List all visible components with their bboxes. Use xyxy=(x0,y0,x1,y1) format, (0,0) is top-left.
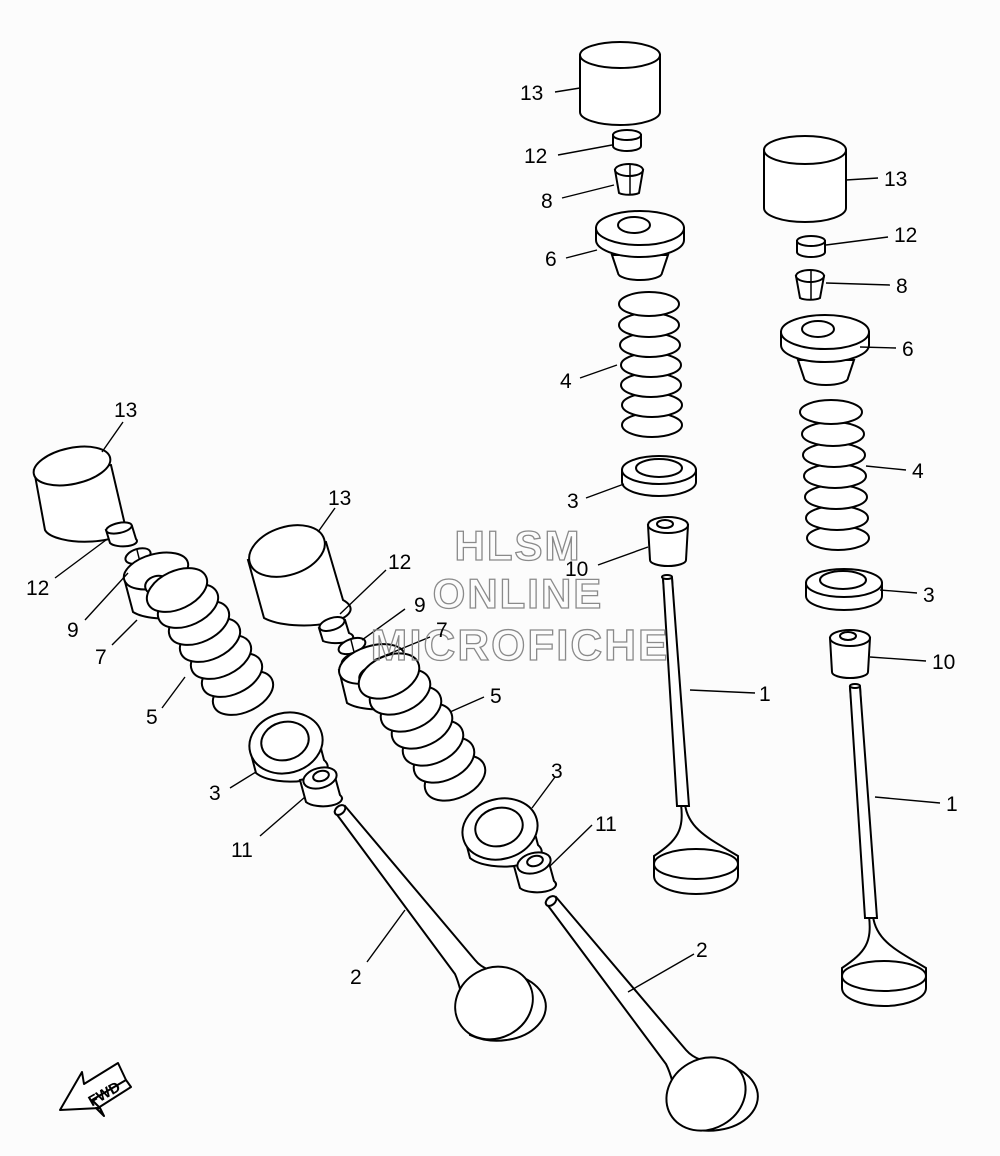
callout-labels: 13 12 8 6 4 3 10 1 13 12 8 6 4 3 10 1 13… xyxy=(26,82,958,989)
callout-9-d: 9 xyxy=(414,594,426,617)
callout-6-a: 6 xyxy=(545,248,557,271)
callout-3-b: 3 xyxy=(923,584,935,607)
valve-spring-seat-b xyxy=(805,568,883,611)
callout-12-a: 12 xyxy=(524,145,547,168)
callout-7-d: 7 xyxy=(436,619,448,642)
valve-assembly-a xyxy=(579,41,739,895)
callout-2-d: 2 xyxy=(696,939,708,962)
valve-assembly-b xyxy=(763,135,927,1007)
watermark-line-3: MICROFICHE xyxy=(371,621,670,670)
leader-lines xyxy=(54,87,941,993)
callout-9-c: 9 xyxy=(67,619,79,642)
valve-spring-seat-a xyxy=(621,455,697,497)
callout-10-b: 10 xyxy=(932,651,955,674)
valve-pad-a xyxy=(612,129,642,152)
callout-6-b: 6 xyxy=(902,338,914,361)
callout-5-d: 5 xyxy=(490,685,502,708)
callout-11-c: 11 xyxy=(231,839,253,862)
valve-spring-a xyxy=(618,291,683,438)
valve-spring-seat-c xyxy=(248,711,329,783)
callout-8-b: 8 xyxy=(896,275,908,298)
valve-spring-c xyxy=(145,567,275,716)
callout-12-c: 12 xyxy=(26,577,49,600)
callout-4-b: 4 xyxy=(912,460,924,483)
valve-assembly-c xyxy=(32,445,547,1042)
callout-4-a: 4 xyxy=(560,370,572,393)
valve-spring-retainer-b xyxy=(780,314,870,386)
callout-3-a: 3 xyxy=(567,490,579,513)
callout-11-d: 11 xyxy=(595,813,617,836)
callout-3-d: 3 xyxy=(551,760,563,783)
valve-stem-seal-c xyxy=(298,766,343,808)
valve-assembly-d xyxy=(246,524,759,1132)
intake-valve-b xyxy=(841,683,927,1007)
intake-valve-a xyxy=(653,574,739,895)
valve-pad-c xyxy=(104,521,138,548)
watermark-line-2: ONLINE xyxy=(433,570,604,617)
valve-lifter-a xyxy=(579,41,661,126)
valve-spring-d xyxy=(357,652,487,802)
valve-stem-seal-a xyxy=(646,516,690,567)
callout-13-d: 13 xyxy=(328,487,351,510)
callout-13-c: 13 xyxy=(114,399,137,422)
fwd-arrow-icon: FWD xyxy=(59,1062,132,1117)
callout-1-a: 1 xyxy=(759,683,771,706)
callout-12-d: 12 xyxy=(388,551,411,574)
exhaust-valve-d xyxy=(544,895,759,1132)
callout-5-c: 5 xyxy=(146,706,158,729)
valve-pad-b xyxy=(796,235,826,258)
callout-7-c: 7 xyxy=(95,646,107,669)
callout-2-c: 2 xyxy=(350,966,362,989)
exhaust-valve-c xyxy=(333,804,547,1042)
valve-lifter-b xyxy=(763,135,847,223)
callout-12-b: 12 xyxy=(894,224,917,247)
callout-1-b: 1 xyxy=(946,793,958,816)
callout-3-c: 3 xyxy=(209,782,221,805)
callout-13-a: 13 xyxy=(520,82,543,105)
callout-13-b: 13 xyxy=(884,168,907,191)
valve-spring-seat-d xyxy=(461,797,543,868)
valve-cotter-a xyxy=(613,163,645,196)
watermark: HLSM ONLINE MICROFICHE xyxy=(370,521,670,670)
valve-lifter-d xyxy=(246,524,352,627)
watermark-line-1: HLSM xyxy=(455,522,582,569)
valve-spring-b xyxy=(799,399,870,551)
callout-8-a: 8 xyxy=(541,190,553,213)
valve-stem-seal-b xyxy=(828,629,872,679)
valve-cotter-b xyxy=(794,269,826,301)
valve-stem-seal-d xyxy=(512,851,557,894)
callout-10-a: 10 xyxy=(565,558,588,581)
valve-spring-retainer-a xyxy=(595,210,685,281)
